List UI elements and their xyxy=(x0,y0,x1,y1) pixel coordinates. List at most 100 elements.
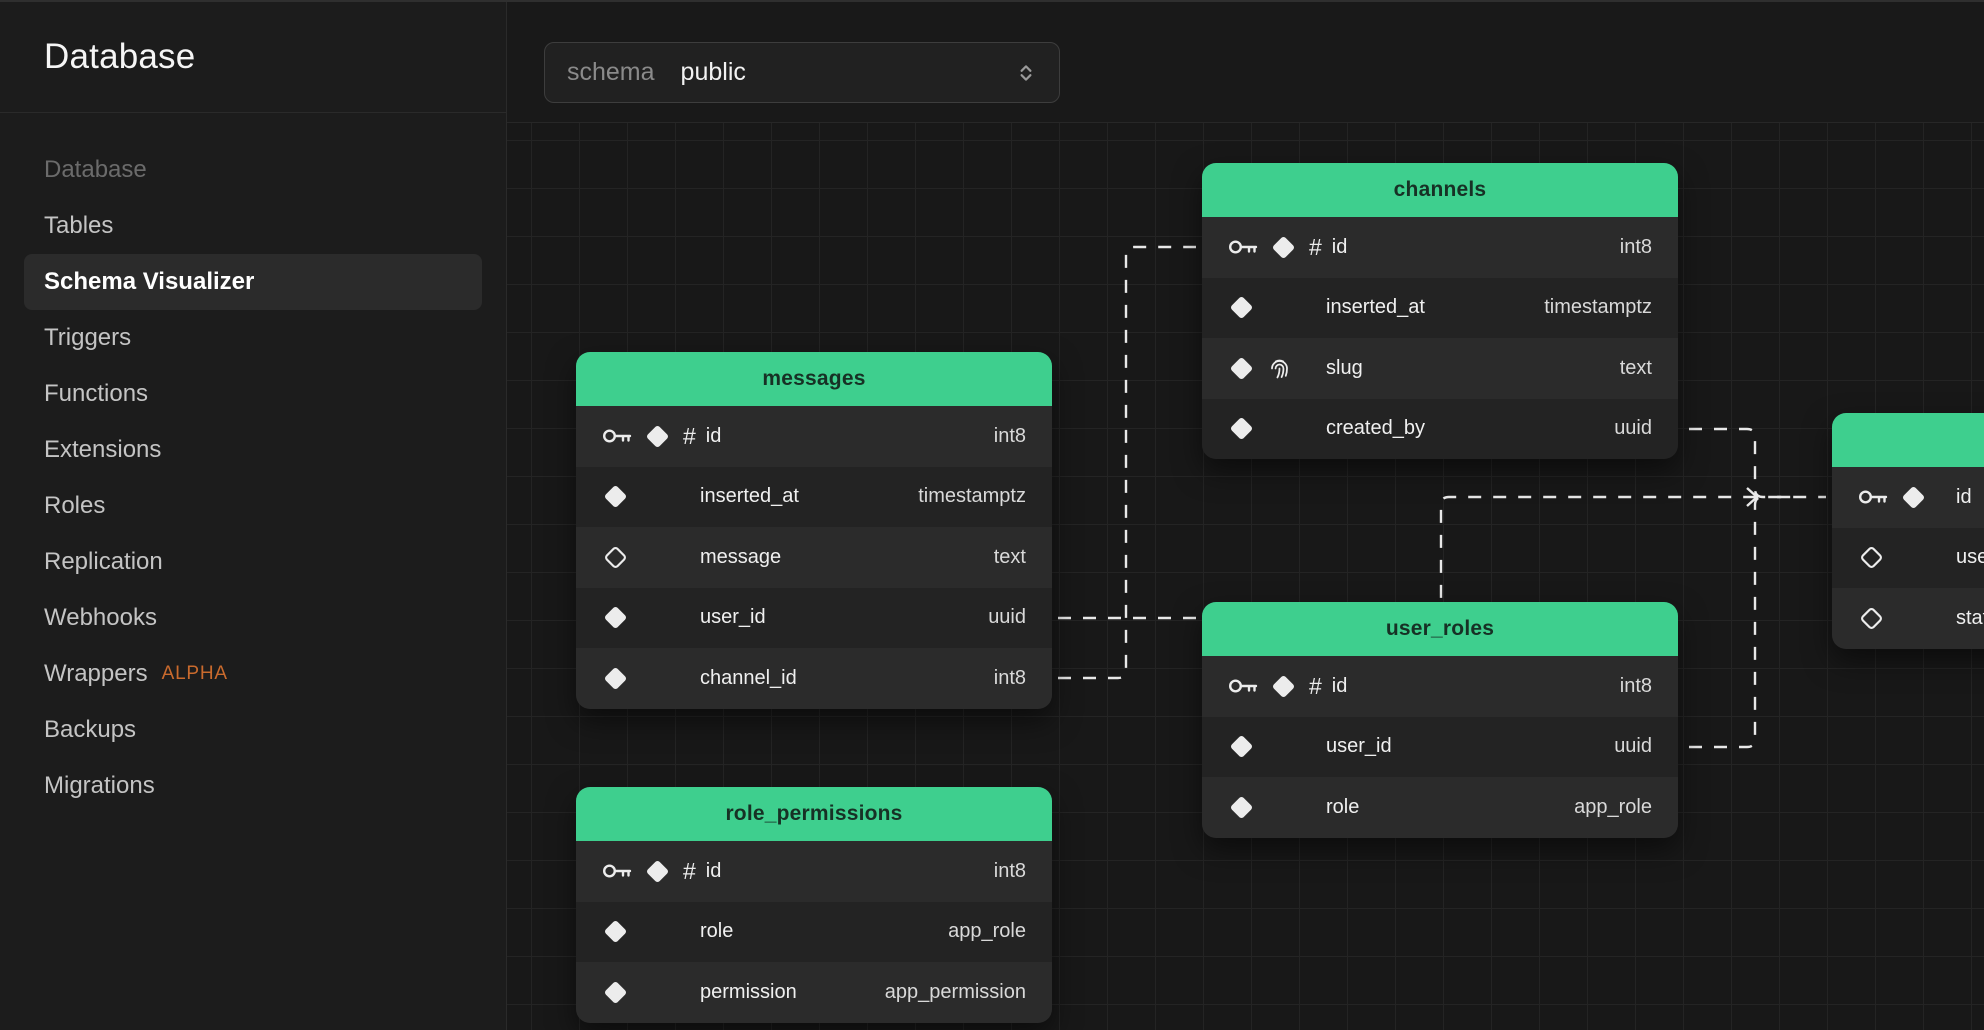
not-null-diamond-icon xyxy=(1273,675,1294,697)
sidebar-item-roles[interactable]: Roles xyxy=(24,478,482,534)
identity-hash-icon: # xyxy=(683,422,696,449)
column-icons: # xyxy=(1228,234,1322,261)
column-name: role xyxy=(700,920,734,943)
column-type: int8 xyxy=(993,859,1026,882)
sidebar-header: Database xyxy=(0,2,506,113)
table-header-table[interactable] xyxy=(1832,413,1984,467)
column-name: id xyxy=(1331,235,1348,258)
table-header-messages[interactable]: messages xyxy=(576,352,1052,406)
not-null-diamond-icon xyxy=(605,981,626,1003)
not-null-diamond-icon xyxy=(1903,486,1924,508)
table-node-table[interactable]: idusernamestatus xyxy=(1832,413,1984,649)
not-null-diamond-icon xyxy=(1231,796,1252,818)
column-icons: # xyxy=(1228,673,1322,700)
column-icons xyxy=(1228,733,1316,760)
nullable-diamond-icon xyxy=(1861,547,1882,569)
column-type: int8 xyxy=(1619,235,1652,258)
column-name: created_by xyxy=(1326,417,1425,440)
column-name: channel_id xyxy=(700,666,797,689)
sidebar-item-label: Backups xyxy=(44,716,137,743)
sidebar-item-tables[interactable]: Tables xyxy=(24,198,482,254)
not-null-diamond-icon xyxy=(605,607,626,629)
edge-user-roles-user-id-to-users-id xyxy=(1689,495,1764,749)
sidebar-item-label: Database xyxy=(44,156,147,183)
column-row-username: username xyxy=(1832,527,1984,588)
sidebar-item-migrations[interactable]: Migrations xyxy=(24,758,482,814)
identity-hash-icon: # xyxy=(1309,672,1322,699)
column-icons xyxy=(1228,294,1316,321)
not-null-diamond-icon xyxy=(1273,236,1294,258)
column-type: uuid xyxy=(988,606,1026,629)
column-icons xyxy=(602,979,690,1006)
sidebar-item-wrappers[interactable]: Wrappers ALPHA xyxy=(24,646,482,702)
column-name: id xyxy=(1956,485,1972,508)
table-header-user-roles[interactable]: user_roles xyxy=(1202,602,1678,656)
sidebar-item-label: Tables xyxy=(44,212,114,239)
sidebar-item-label: Schema Visualizer xyxy=(44,268,255,295)
column-icons xyxy=(1858,605,1946,632)
page-title: Database xyxy=(44,37,196,76)
column-icons xyxy=(602,918,690,945)
column-icons xyxy=(602,604,690,631)
table-header-role-permissions[interactable]: role_permissions xyxy=(576,787,1052,841)
sidebar-item-label: Migrations xyxy=(44,772,155,799)
unique-fingerprint-icon xyxy=(1271,359,1288,379)
sidebar-item-webhooks[interactable]: Webhooks xyxy=(24,590,482,646)
column-icons xyxy=(1228,355,1316,382)
edge-messages-channel-id-to-channels-id xyxy=(1058,245,1196,680)
sidebar-item-schema-visualizer[interactable]: Schema Visualizer xyxy=(24,254,482,310)
column-icons xyxy=(602,544,690,571)
column-type: text xyxy=(993,545,1026,568)
table-columns: idusernamestatus xyxy=(1832,467,1984,649)
not-null-diamond-icon xyxy=(647,860,668,882)
sidebar-item-database: Database xyxy=(24,142,482,198)
sidebar-item-label: Wrappers xyxy=(44,660,148,687)
column-name: inserted_at xyxy=(1326,296,1425,319)
primary-key-icon xyxy=(1228,240,1258,254)
not-null-diamond-icon xyxy=(1231,418,1252,440)
column-type: app_permission xyxy=(884,980,1026,1003)
sidebar-item-label: Functions xyxy=(44,380,149,407)
sidebar-item-replication[interactable]: Replication xyxy=(24,534,482,590)
sidebar-item-label: Roles xyxy=(44,492,106,519)
sidebar-item-backups[interactable]: Backups xyxy=(24,702,482,758)
sidebar-item-label: Webhooks xyxy=(44,604,157,631)
sidebar-item-triggers[interactable]: Triggers xyxy=(24,310,482,366)
column-type: int8 xyxy=(993,666,1026,689)
column-type: uuid xyxy=(1614,735,1652,758)
schema-select-value: public xyxy=(680,58,746,86)
column-name: id xyxy=(1331,674,1348,697)
sidebar-item-extensions[interactable]: Extensions xyxy=(24,422,482,478)
schema-select-label: schema xyxy=(567,58,655,86)
edge-merge-arrow-icon xyxy=(1746,487,1759,507)
sidebar-item-label: Triggers xyxy=(44,324,132,351)
not-null-diamond-icon xyxy=(605,486,626,508)
sidebar-item-functions[interactable]: Functions xyxy=(24,366,482,422)
column-name: inserted_at xyxy=(700,485,799,508)
table-header-channels[interactable]: channels xyxy=(1202,163,1678,217)
not-null-diamond-icon xyxy=(605,921,626,943)
nullable-diamond-icon xyxy=(1861,607,1882,629)
edge-messages-user-id-to-users-id xyxy=(1058,495,1826,620)
column-icons xyxy=(1858,484,1946,511)
schema-select[interactable]: schema public xyxy=(544,42,1060,103)
alpha-badge: ALPHA xyxy=(161,663,228,684)
